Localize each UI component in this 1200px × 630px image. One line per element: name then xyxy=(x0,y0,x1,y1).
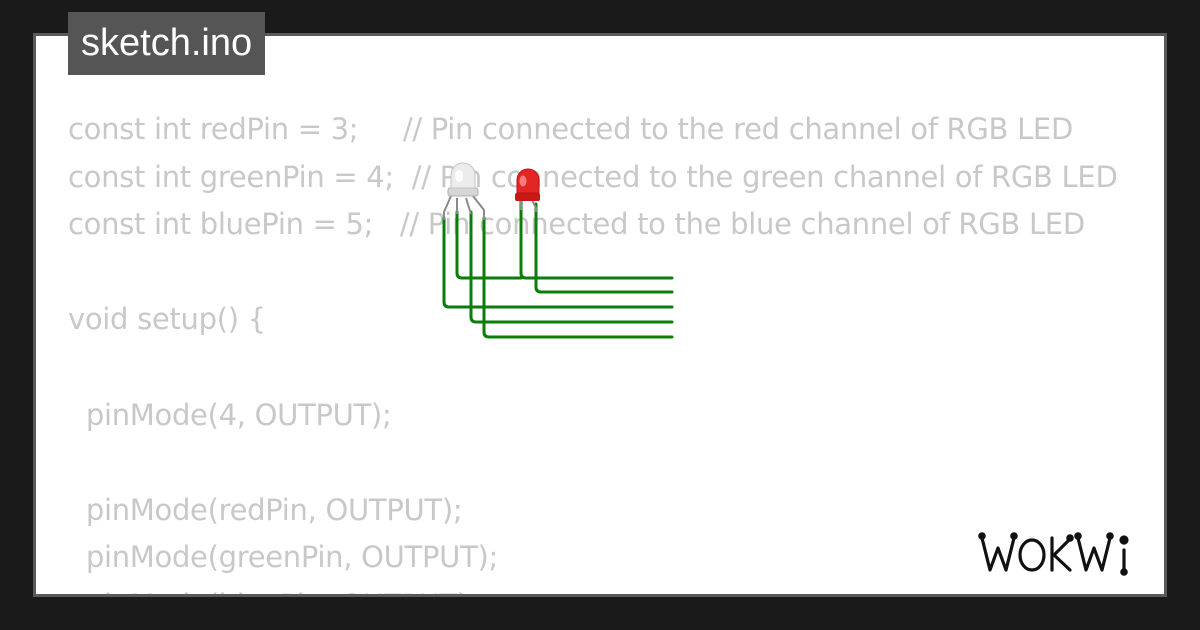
code-line: const int redPin = 3; // Pin connected t… xyxy=(68,112,1073,146)
code-line: pinMode(bluePin, OUTPUT); xyxy=(68,582,1132,594)
wokwi-logo xyxy=(978,532,1129,576)
code-line: const int greenPin = 4; // Pin connected… xyxy=(68,159,1118,194)
code-line xyxy=(68,249,1132,297)
code-line: const int bluePin = 5; // Pin connected … xyxy=(68,207,1085,242)
code-view: const int redPin = 3; // Pin connected t… xyxy=(68,106,1132,594)
filename-tab[interactable]: sketch.ino xyxy=(68,12,266,75)
code-line xyxy=(68,344,1132,392)
code-line xyxy=(68,439,1132,487)
code-line: pinMode(redPin, OUTPUT); xyxy=(68,492,463,527)
code-line: pinMode(greenPin, OUTPUT); xyxy=(68,540,498,575)
code-line: void setup() { xyxy=(68,302,266,337)
code-line: pinMode(4, OUTPUT); xyxy=(68,397,392,432)
editor-panel: const int redPin = 3; // Pin connected t… xyxy=(33,33,1167,597)
